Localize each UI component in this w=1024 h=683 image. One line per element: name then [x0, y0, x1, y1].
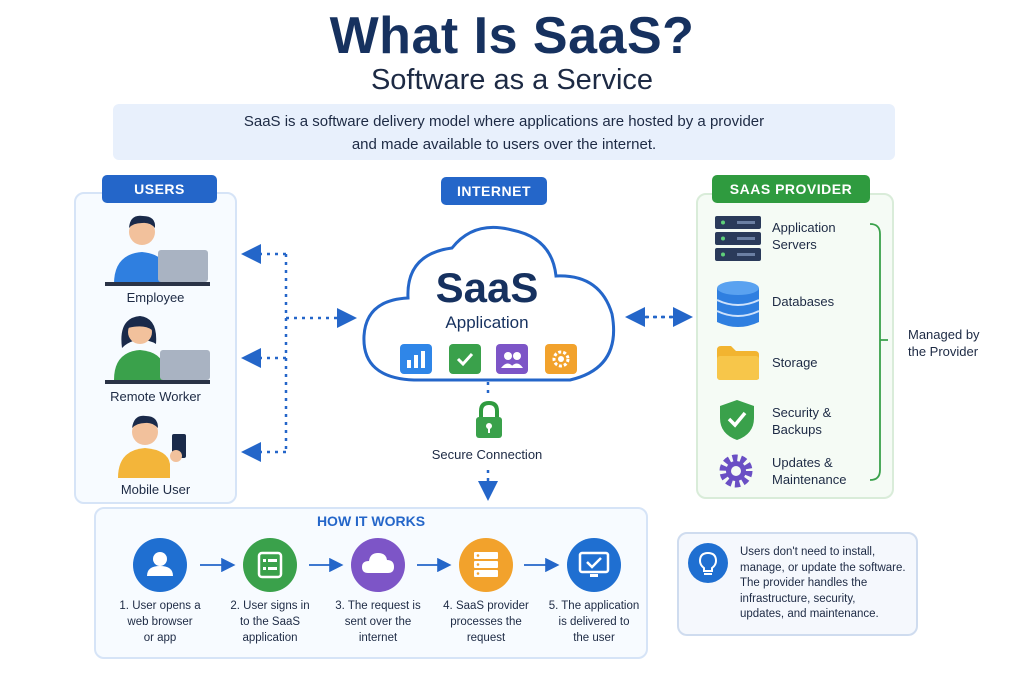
secure-connection-label: Secure Connection: [431, 447, 543, 462]
server-icon: [715, 216, 761, 261]
intro-line-2: and made available to users over the int…: [351, 136, 657, 153]
users-panel: [74, 192, 237, 504]
page-subtitle: Software as a Service: [370, 64, 654, 96]
step-5-label: 5. The application is delivered to the u…: [548, 600, 640, 644]
step-5-monitor-check-icon: [567, 538, 621, 592]
check-icon: [449, 344, 481, 374]
step-1-user-icon: [133, 538, 187, 592]
intro-line-1: SaaS is a software delivery model where …: [243, 113, 765, 130]
gear-icon: [545, 344, 577, 374]
mobile-user-phone-icon: [118, 415, 186, 478]
step-1-label: 1. User opens a web browser or app: [119, 600, 201, 644]
users-icon: [496, 344, 528, 374]
gear-icon: [719, 454, 753, 488]
internet-heading: INTERNET: [441, 177, 547, 205]
remote-worker-laptop-icon: [105, 316, 210, 384]
cloud-icon: [362, 225, 616, 382]
managed-bracket: [869, 223, 888, 481]
saas-provider-heading: SAAS PROVIDER: [712, 175, 870, 203]
step-4-label: 4. SaaS provider processes the request: [443, 600, 529, 644]
provider-item-storage: Storage: [772, 355, 818, 370]
provider-item-application-servers: Application Servers: [772, 220, 836, 252]
shield-check-icon: [720, 400, 754, 440]
cloud-subtitle: Application: [445, 313, 529, 332]
step-3-cloud-icon: [351, 538, 405, 592]
step-4-server-icon: [459, 538, 513, 592]
page-title: What Is SaaS?: [329, 7, 695, 65]
provider-item-security-backups: Security & Backups: [772, 405, 832, 437]
user-label-employee: Employee: [126, 290, 185, 305]
step-2-label: 2. User signs in to the SaaS application: [230, 600, 310, 644]
user-label-remote-worker: Remote Worker: [110, 389, 201, 404]
step-2-login-form-icon: [243, 538, 297, 592]
employee-laptop-icon: [105, 215, 210, 286]
managed-by-provider-label: Managed by the Provider: [908, 327, 980, 359]
users-heading: USERS: [102, 175, 217, 203]
folder-icon: [717, 346, 759, 380]
chart-icon: [400, 344, 432, 374]
how-it-works-heading: HOW IT WORKS: [316, 513, 426, 529]
provider-item-updates-maintenance: Updates & Maintenance: [772, 455, 847, 487]
note-text: Users don't need to install, manage, or …: [740, 546, 906, 620]
step-3-label: 3. The request is sent over the internet: [335, 600, 421, 644]
provider-item-databases: Databases: [772, 294, 835, 309]
user-label-mobile-user: Mobile User: [120, 482, 191, 497]
lightbulb-icon: [688, 543, 728, 583]
database-icon: [716, 281, 760, 327]
cloud-title: SaaS: [435, 264, 539, 311]
intro-box: SaaS is a software delivery model where …: [113, 104, 895, 160]
lock-icon: [476, 400, 502, 438]
